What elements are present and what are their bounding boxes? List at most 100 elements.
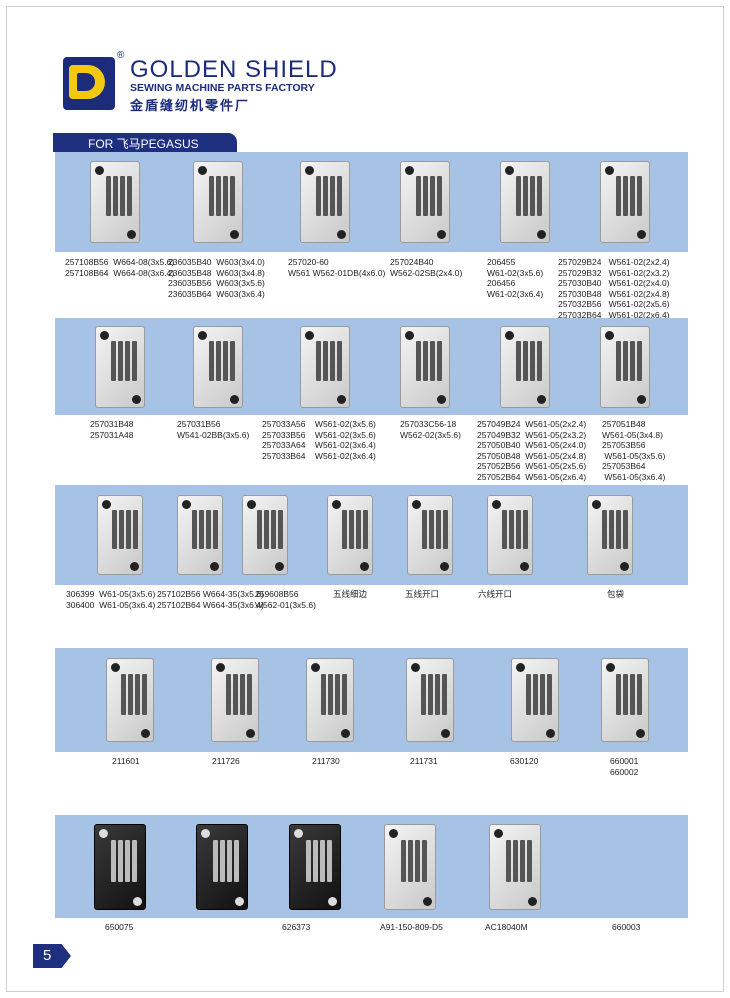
needle-plate-image: [327, 495, 373, 575]
needle-plate-image: [193, 325, 243, 408]
product-row-band: [55, 815, 688, 918]
needle-plate-image: [177, 495, 223, 575]
part-number-line: 626373: [282, 922, 311, 932]
part-number-line: 257031A48: [90, 429, 134, 440]
part-number-line: 257049B32 W561-05(2x3.2): [477, 429, 587, 440]
part-number-label: 五线细边: [333, 589, 367, 600]
brand-subtitle: SEWING MACHINE PARTS FACTORY: [130, 82, 315, 94]
part-number-line: W562-01(3x5.6): [255, 599, 316, 610]
part-number-label: 257102B56 W664-35(3x5.6)257102B64 W664-3…: [157, 589, 264, 610]
part-number-line: W561-05(3x5.6): [602, 450, 666, 461]
part-number-label: 257029B24 W561-02(2x2.4)257029B32 W561-0…: [558, 257, 670, 320]
part-number-line: W541-02BB(3x5.6): [177, 429, 250, 440]
part-number-line: 257108B56 W664-08(3x5.6): [65, 257, 175, 267]
needle-plate-image: [600, 161, 650, 243]
part-number-line: W562-02SB(2x4.0): [390, 267, 463, 278]
part-number-line: 257049B24 W561-05(2x2.4): [477, 419, 587, 429]
needle-plate-image: [601, 658, 649, 742]
needle-plate-image: [242, 495, 288, 575]
part-number-line: 257024B40: [390, 257, 434, 267]
needle-plate-image: [300, 161, 350, 243]
part-number-line: 257051B48: [602, 419, 646, 429]
part-number-line: 257102B64 W664-35(3x6.4): [157, 599, 264, 610]
part-number-line: 六线开口: [478, 589, 513, 599]
part-number-line: 257030B40 W561-02(2x4.0): [558, 278, 670, 288]
section-tab: FOR 飞马PEGASUS: [53, 133, 237, 152]
part-number-line: W61-02(3x5.6): [487, 267, 544, 278]
part-number-line: 五线开口: [405, 589, 440, 599]
part-number-line: 206456: [487, 278, 516, 288]
part-number-line: 257033B56 W561-02(3x5.6): [262, 429, 376, 440]
part-number-line: 257052B56 W561-05(2x5.6): [477, 461, 587, 471]
part-number-line: 257032B56 W561-02(2x5.6): [558, 299, 670, 309]
part-number-line: 306400 W61-05(3x6.4): [66, 599, 156, 610]
part-number-line: 259608B56: [255, 589, 299, 599]
part-number-line: AC18040M: [485, 922, 528, 932]
part-number-label: 306399 W61-05(3x5.6)306400 W61-05(3x6.4): [66, 589, 155, 610]
needle-plate-image: [500, 325, 550, 408]
needle-plate-image: [196, 823, 248, 910]
part-number-line: 257032B64 W561-02(2x6.4): [558, 309, 670, 320]
part-number-line: 257053B56: [602, 440, 646, 450]
part-number-label: 257108B56 W664-08(3x5.6)257108B64 W664-0…: [65, 257, 174, 278]
needle-plate-image: [500, 161, 550, 243]
part-number-line: 257029B32 W561-02(2x3.2): [558, 267, 670, 278]
brand-logo: [63, 57, 115, 110]
part-number-line: W561-05(3x6.4): [602, 471, 666, 482]
part-number-label: 630120: [510, 756, 538, 767]
part-number-line: 660002: [610, 766, 639, 777]
part-number-line: 257102B56 W664-35(3x5.6): [157, 589, 264, 599]
part-number-label: A91-150-809-D5: [380, 922, 443, 933]
needle-plate-image: [400, 325, 450, 408]
part-number-label: 211726: [212, 756, 240, 767]
part-number-line: 包袋: [607, 589, 625, 599]
needle-plate-image: [400, 161, 450, 243]
part-number-line: 206455: [487, 257, 516, 267]
part-number-line: 257033A64 W561-02(3x6.4): [262, 440, 376, 450]
part-number-line: W562-02(3x5.6): [400, 429, 461, 440]
part-number-line: 236035B56 W603(3x5.6): [168, 278, 265, 288]
part-number-line: W561-05(3x4.8): [602, 429, 663, 440]
product-row-band: [55, 152, 688, 252]
part-number-line: 660001: [610, 756, 639, 766]
needle-plate-image: [97, 495, 143, 575]
needle-plate-image: [211, 658, 259, 742]
page-frame: [6, 6, 724, 992]
part-number-line: 257031B56: [177, 419, 221, 429]
needle-plate-image: [289, 823, 341, 910]
needle-plate-image: [193, 161, 243, 243]
part-number-label: 257049B24 W561-05(2x2.4)257049B32 W561-0…: [477, 419, 586, 482]
part-number-label: 660003: [612, 922, 640, 933]
part-number-line: 257030B48 W561-02(2x4.8): [558, 288, 670, 299]
part-number-line: 650075: [105, 922, 134, 932]
needle-plate-image: [407, 495, 453, 575]
part-number-line: 211726: [212, 756, 240, 766]
part-number-line: 660003: [612, 922, 641, 932]
part-number-label: 211601: [112, 756, 140, 767]
needle-plate-image: [600, 325, 650, 408]
part-number-line: 257050B48 W561-05(2x4.8): [477, 450, 587, 461]
part-number-line: 257108B64 W664-08(3x6.4): [65, 267, 175, 278]
needle-plate-image: [487, 495, 533, 575]
product-row-band: [55, 318, 688, 415]
part-number-label: AC18040M: [485, 922, 528, 933]
part-number-line: 五线细边: [333, 589, 368, 599]
part-number-line: 630120: [510, 756, 539, 766]
part-number-line: 211601: [112, 756, 140, 766]
needle-plate-image: [106, 658, 154, 742]
part-number-label: 626373: [282, 922, 310, 933]
part-number-label: 六线开口: [478, 589, 512, 600]
part-number-line: 211731: [410, 756, 438, 766]
part-number-line: 236035B64 W603(3x6.4): [168, 288, 265, 299]
part-number-label: 257033A56 W561-02(3x5.6)257033B56 W561-0…: [262, 419, 376, 461]
needle-plate-image: [94, 823, 146, 910]
part-number-label: 236035B40 W603(3x4.0)236035B48 W603(3x4.…: [168, 257, 265, 299]
part-number-line: 257052B64 W561-05(2x6.4): [477, 471, 587, 482]
part-number-line: 257020-60: [288, 257, 329, 267]
